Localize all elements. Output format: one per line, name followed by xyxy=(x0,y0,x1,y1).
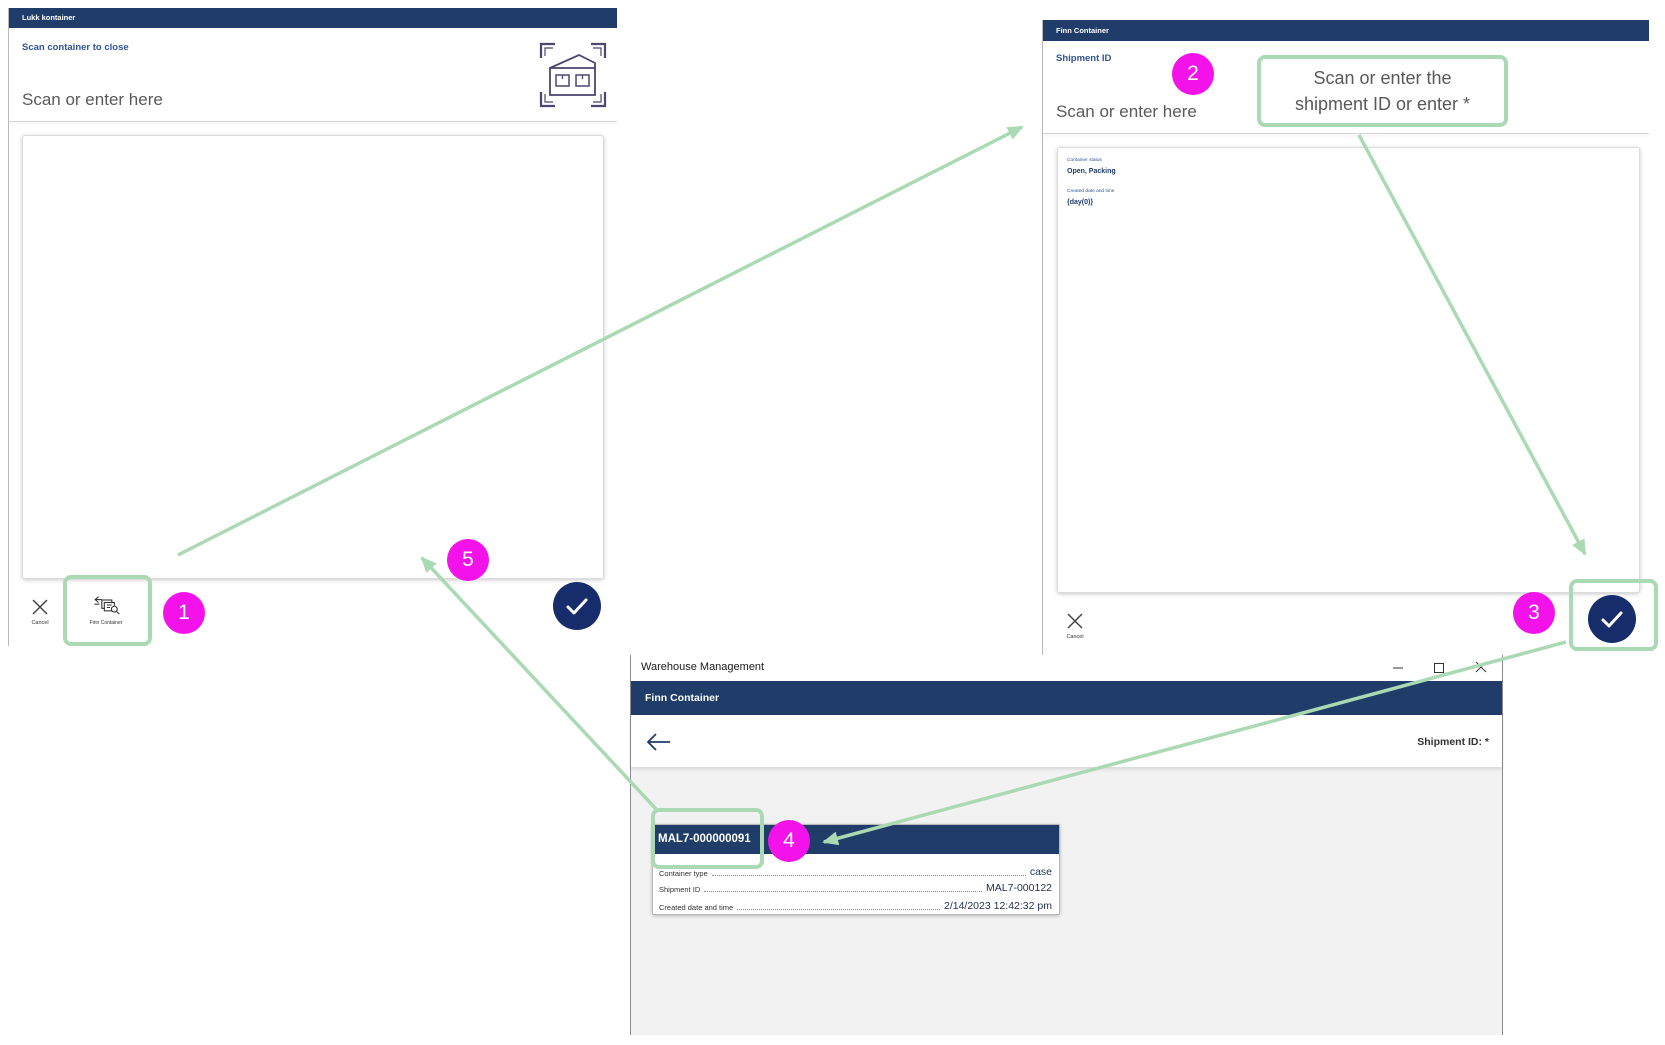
close-icon[interactable] xyxy=(1066,612,1084,630)
scan-input[interactable]: Scan or enter here xyxy=(22,90,163,109)
shipment-id-input[interactable]: Scan or enter here xyxy=(1056,102,1197,121)
arrow-left-icon[interactable] xyxy=(645,731,671,753)
cancel-button-label[interactable]: Cancel xyxy=(1066,634,1084,640)
dotted-leader xyxy=(711,875,1026,876)
close-icon[interactable] xyxy=(31,598,49,616)
screen-header-title: Lukk kontainer xyxy=(9,8,617,28)
detail-label: Created date and time xyxy=(1067,189,1115,194)
row-label: Container type xyxy=(659,869,708,878)
window-header: Finn Container xyxy=(631,681,1502,715)
shipment-id-field-label: Shipment ID: * xyxy=(1417,736,1489,748)
close-container-screen: Lukk kontainer Scan container to close S… xyxy=(8,8,617,646)
prompt-label: Scan container to close xyxy=(22,42,129,53)
cancel-button-label[interactable]: Cancel xyxy=(31,620,49,626)
close-icon[interactable] xyxy=(1473,660,1489,674)
result-row: Shipment ID MAL7-000122 xyxy=(659,880,1052,894)
callout-text-line: shipment ID or enter * xyxy=(1294,94,1471,114)
step-marker-5: 5 xyxy=(447,539,489,581)
find-container-icon[interactable] xyxy=(91,594,121,616)
result-row: Created date and time 2/14/2023 12:42:32… xyxy=(659,898,1052,912)
prompt-label: Shipment ID xyxy=(1056,53,1112,64)
step-marker-2: 2 xyxy=(1172,53,1214,95)
window-toolbar: Shipment ID: * xyxy=(631,715,1502,767)
callout-box: Scan or enter the shipment ID or enter * xyxy=(1257,55,1508,127)
minimize-icon[interactable] xyxy=(1390,660,1406,674)
checkmark-icon[interactable] xyxy=(552,581,602,631)
row-value: MAL7-000122 xyxy=(986,882,1052,894)
dotted-leader xyxy=(737,909,940,910)
window-title: Warehouse Management xyxy=(641,661,765,673)
window-titlebar: Warehouse Management xyxy=(631,655,1502,681)
step-marker-4: 4 xyxy=(768,820,810,862)
row-value: case xyxy=(1029,866,1052,878)
callout-text-line: Scan or enter the xyxy=(1313,68,1452,88)
screen-header-title: Finn Container xyxy=(1043,20,1649,41)
detail-label: Container status xyxy=(1067,158,1102,163)
detail-value: Open, Packing xyxy=(1067,168,1116,175)
highlight-confirm-button xyxy=(1569,579,1658,651)
container-scan-icon[interactable] xyxy=(539,42,607,108)
find-container-button-label[interactable]: Finn Container xyxy=(89,620,123,626)
row-value: 2/14/2023 12:42:32 pm xyxy=(943,900,1052,912)
header-divider xyxy=(1043,133,1649,134)
container-id: MAL7-000000091 xyxy=(658,833,751,845)
checkmark-icon[interactable] xyxy=(1587,594,1637,644)
step-marker-3: 3 xyxy=(1513,592,1555,634)
highlight-find-container xyxy=(63,575,152,646)
detail-value: {day(0)} xyxy=(1067,199,1094,206)
dotted-leader xyxy=(704,891,983,892)
content-card xyxy=(22,135,604,579)
row-label: Created date and time xyxy=(659,903,734,912)
result-row: Container type case xyxy=(659,864,1052,878)
header-divider xyxy=(9,121,617,122)
details-card: Container status Open, Packing Created d… xyxy=(1057,147,1640,593)
row-label: Shipment ID xyxy=(659,885,701,894)
step-marker-1: 1 xyxy=(163,592,205,634)
page-title: Finn Container xyxy=(645,692,720,704)
highlight-container-id xyxy=(651,808,764,869)
maximize-icon[interactable] xyxy=(1431,660,1447,674)
